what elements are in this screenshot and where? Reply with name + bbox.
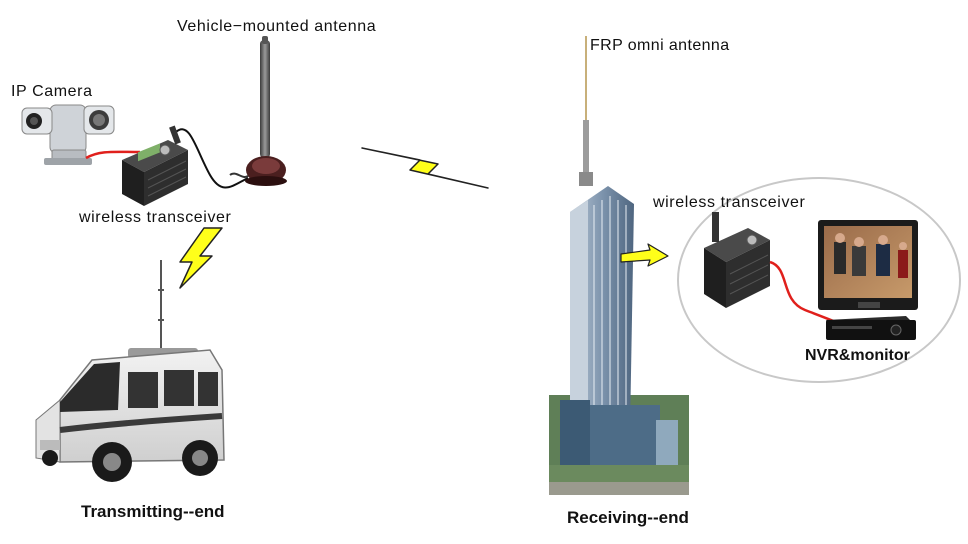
vehicle-antenna-icon: [229, 36, 287, 186]
monitor-icon: [818, 220, 918, 310]
label-vehicle-antenna: Vehicle−mounted antenna: [177, 18, 376, 35]
wireless-transceiver-left-icon: [122, 125, 188, 206]
wireless-link-bolt-left: [179, 227, 223, 289]
tower-building-icon: [549, 36, 689, 495]
label-nvr-monitor: NVR&monitor: [805, 347, 910, 364]
label-frp-antenna: FRP omni antenna: [590, 37, 730, 54]
label-wireless-transceiver-left: wireless transceiver: [78, 209, 232, 226]
label-transmitting-end: Transmitting--end: [81, 502, 225, 521]
nvr-icon: [826, 316, 916, 340]
wireless-transceiver-right-icon: [704, 212, 770, 308]
label-receiving-end: Receiving--end: [567, 508, 689, 527]
ip-camera-icon: [21, 104, 115, 165]
antenna-cable: [175, 128, 249, 189]
link-arrow-receiver: [620, 243, 669, 267]
wireless-link-bolt-center: [361, 147, 489, 189]
nvr-cable: [769, 260, 837, 324]
label-ip-camera: IP Camera: [11, 83, 93, 100]
transmitting-van-icon: [35, 260, 225, 482]
label-wireless-transceiver-right: wireless transceiver: [652, 194, 806, 211]
camera-cable: [85, 150, 141, 160]
